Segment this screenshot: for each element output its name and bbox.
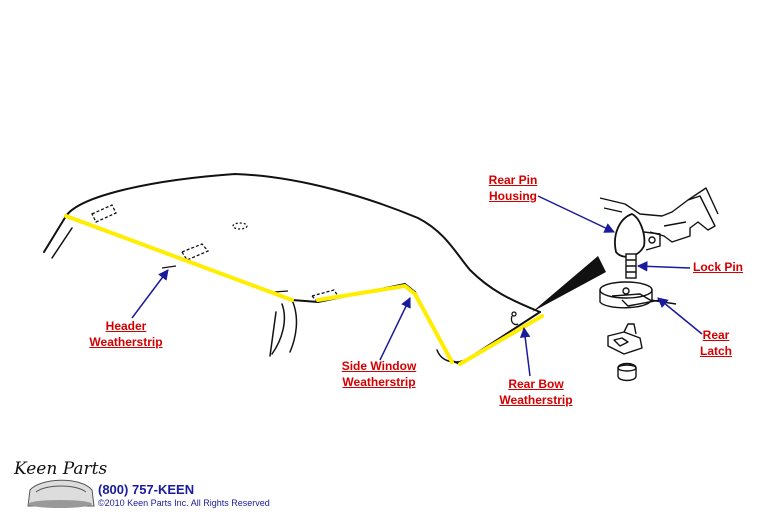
keen-parts-logo: Keen Parts [13, 459, 107, 508]
lock-pin-label[interactable]: Lock Pin [690, 259, 746, 275]
copyright-notice: ©2010 Keen Parts Inc. All Rights Reserve… [98, 498, 270, 508]
header-label-line2: Weatherstrip [89, 335, 163, 349]
lock-pin-arrow [636, 261, 691, 272]
logo-text: Keen Parts [13, 459, 107, 479]
rear-latch-label-line1: Rear [702, 328, 730, 342]
rear-latch-arrow [657, 297, 703, 335]
header-arrow [131, 269, 169, 319]
header-weatherstrip-label[interactable]: Header Weatherstrip [86, 318, 166, 350]
rear-bow-weatherstrip-label[interactable]: Rear Bow Weatherstrip [494, 376, 578, 408]
side-window-label-line1: Side Window [341, 359, 417, 373]
rear-pin-housing-arrow [537, 195, 615, 233]
header-label-line1: Header [105, 319, 147, 333]
lock-pin [625, 253, 637, 279]
rear-pin-label-line1: Rear Pin [488, 173, 538, 187]
phone-number[interactable]: (800) 757-KEEN [98, 482, 195, 497]
rear-bow-label-line2: Weatherstrip [499, 393, 573, 407]
side-window-arrow [379, 297, 411, 361]
rear-pin-housing-label[interactable]: Rear Pin Housing [482, 172, 544, 204]
side-window-weatherstrip-label[interactable]: Side Window Weatherstrip [336, 358, 422, 390]
rear-latch-label-line2: Latch [699, 344, 732, 358]
side-window-label-line2: Weatherstrip [342, 375, 416, 389]
lock-pin-label-line1: Lock Pin [692, 260, 743, 274]
rear-pin-housing-assembly [599, 187, 719, 258]
callout-arrows [131, 195, 703, 377]
rear-bow-arrow [519, 326, 531, 377]
weatherstrip-highlights [64, 214, 544, 366]
rear-latch-label[interactable]: Rear Latch [694, 327, 738, 359]
rear-latch-assembly [599, 281, 677, 382]
rear-bow-wedge [532, 256, 606, 312]
rear-bow-label-line1: Rear Bow [508, 377, 564, 391]
top-fastener-details [87, 204, 519, 326]
rear-pin-label-line2: Housing [489, 189, 537, 203]
